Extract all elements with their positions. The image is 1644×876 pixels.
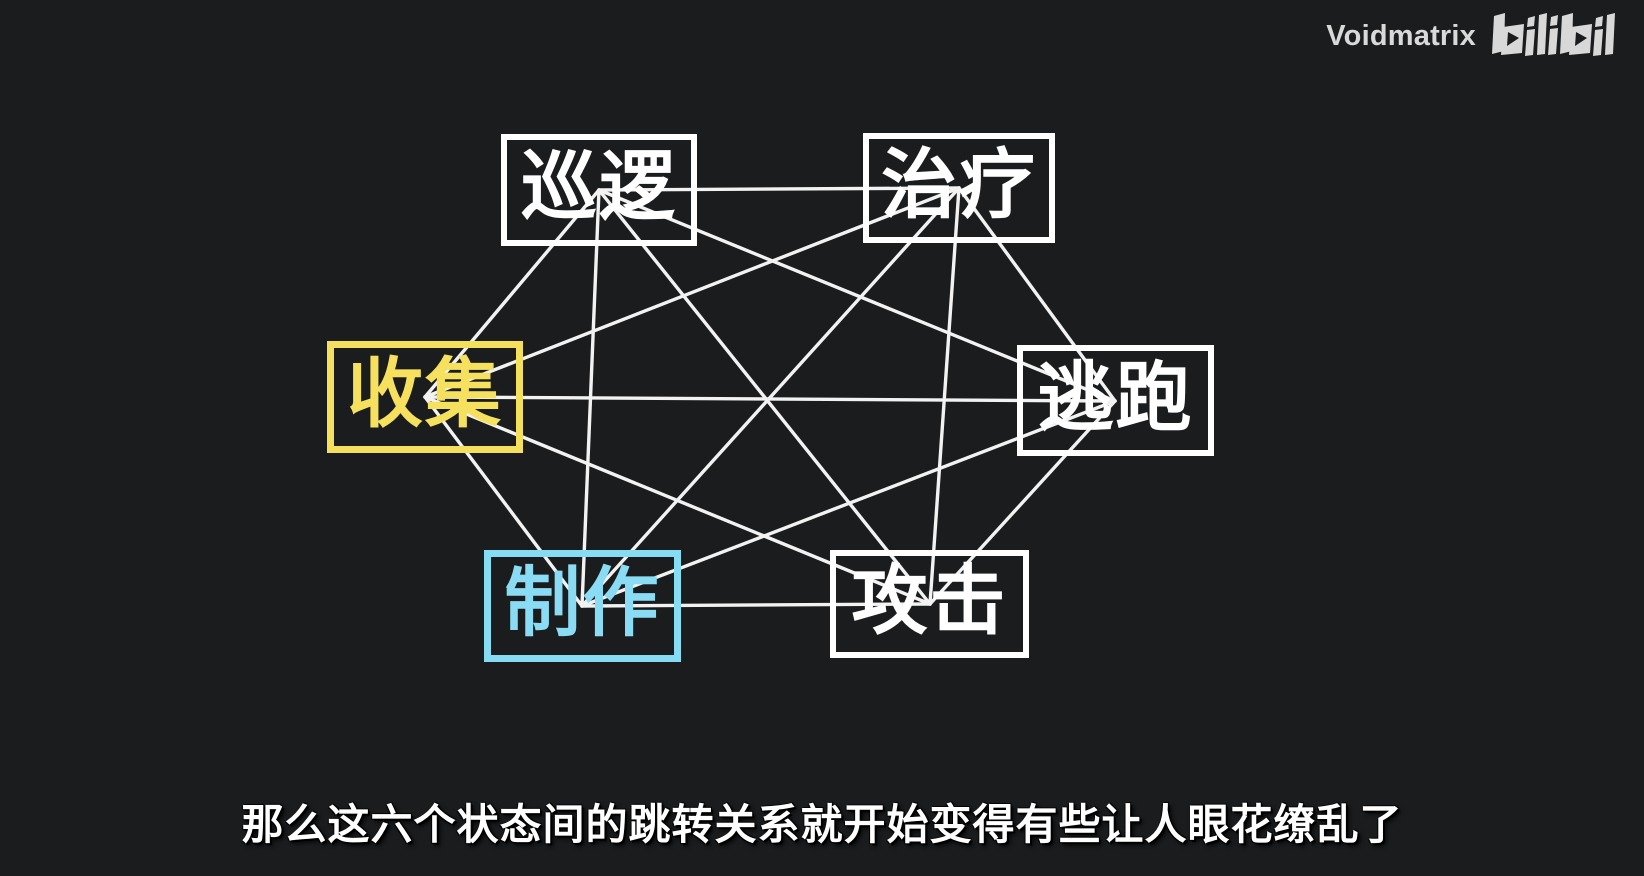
watermark-username: Voidmatrix — [1326, 19, 1476, 52]
state-node-heal[interactable]: 治疗 — [863, 133, 1055, 243]
watermark: Voidmatrix — [1326, 0, 1644, 72]
state-node-patrol[interactable]: 巡逻 — [501, 134, 697, 246]
graph-edge-heal-flee — [957, 186, 1117, 403]
graph-edge-patrol-flee — [597, 188, 1117, 403]
graph-edge-craft-attack — [580, 602, 932, 608]
state-node-flee[interactable]: 逃跑 — [1017, 345, 1214, 456]
graph-edge-collect-flee — [423, 395, 1117, 403]
state-node-label: 攻击 — [851, 559, 1008, 644]
state-node-attack[interactable]: 攻击 — [830, 550, 1029, 658]
graph-edge-flee-craft — [580, 399, 1117, 608]
graph-edge-flee-attack — [928, 399, 1117, 606]
state-node-craft[interactable]: 制作 — [484, 550, 681, 662]
state-node-label: 巡逻 — [521, 145, 677, 230]
graph-edge-heal-attack — [928, 186, 961, 606]
bilibili-logo-icon — [1488, 13, 1616, 59]
state-node-label: 逃跑 — [1037, 355, 1194, 441]
graph-edge-heal-collect — [423, 186, 961, 399]
graph-edge-patrol-collect — [423, 188, 601, 399]
graph-edge-heal-craft — [580, 186, 961, 608]
state-node-label: 制作 — [504, 561, 661, 646]
state-node-label: 收集 — [347, 352, 503, 437]
graph-edge-collect-craft — [423, 395, 584, 608]
graph-edge-patrol-attack — [597, 188, 932, 606]
graph-edge-patrol-heal — [597, 186, 961, 192]
subtitle-text: 那么这六个状态间的跳转关系就开始变得有些让人眼花缭乱了 — [241, 801, 1403, 848]
state-node-label: 治疗 — [881, 143, 1037, 228]
subtitle-bar: 那么这六个状态间的跳转关系就开始变得有些让人眼花缭乱了 — [0, 791, 1644, 852]
state-node-collect[interactable]: 收集 — [327, 341, 523, 453]
graph-edge-collect-attack — [423, 395, 932, 606]
